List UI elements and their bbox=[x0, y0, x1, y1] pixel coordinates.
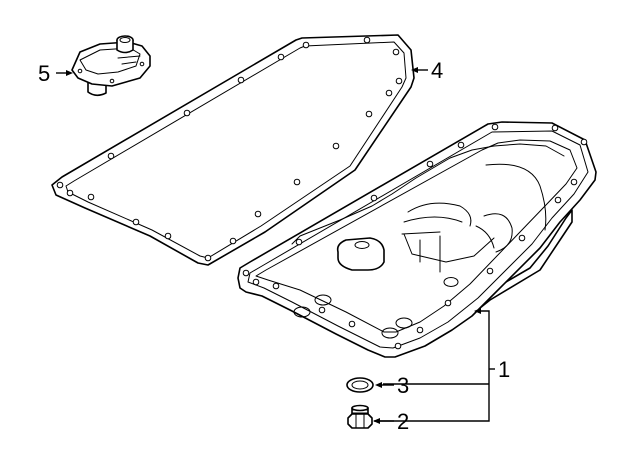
callout-label-1: 1 bbox=[498, 357, 510, 382]
drain-plug-part[interactable] bbox=[347, 404, 373, 429]
callout-label-5: 5 bbox=[38, 61, 50, 86]
drain-plug-washer-part[interactable] bbox=[346, 377, 374, 393]
callout-4: 4 bbox=[411, 58, 443, 83]
callout-1: 1 bbox=[374, 308, 510, 422]
callout-2: 2 bbox=[373, 409, 409, 434]
callout-label-2: 2 bbox=[397, 409, 409, 434]
callout-label-3: 3 bbox=[397, 373, 409, 398]
oil-pan-part[interactable] bbox=[237, 121, 597, 358]
callout-label-4: 4 bbox=[431, 58, 443, 83]
oil-pan-gasket-part[interactable] bbox=[51, 34, 415, 266]
filter-part[interactable] bbox=[71, 35, 151, 97]
callout-5: 5 bbox=[38, 61, 73, 86]
callout-3: 3 bbox=[375, 373, 409, 398]
